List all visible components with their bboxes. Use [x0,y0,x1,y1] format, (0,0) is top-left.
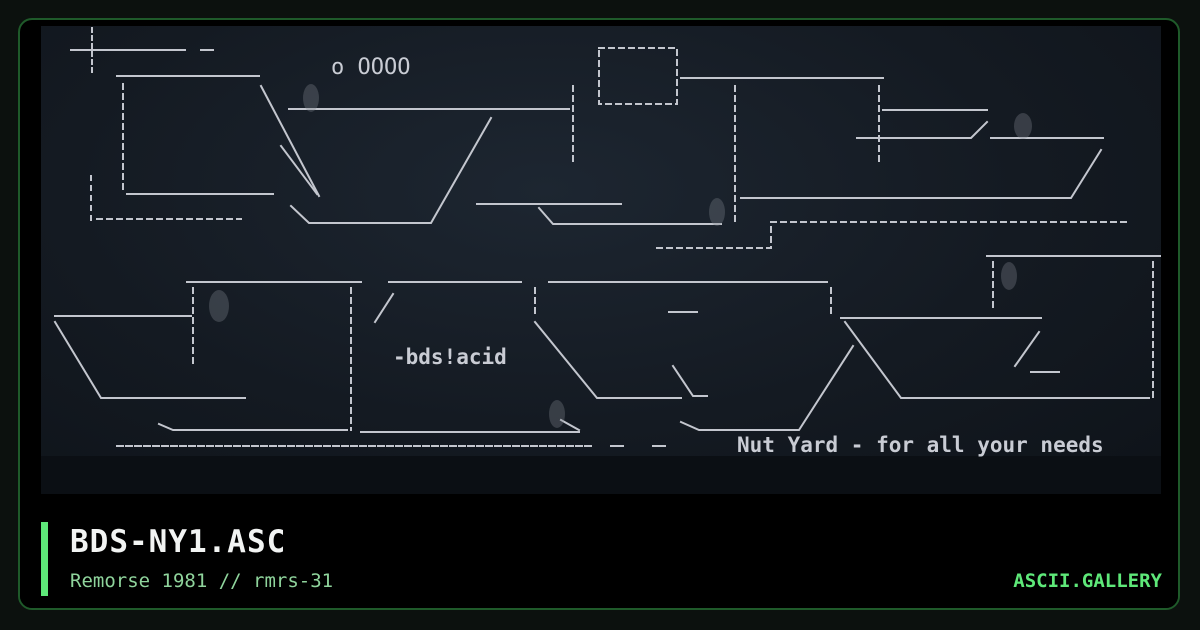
ascii-line-tagline: Nut Yard - for all your needs [737,433,1104,457]
preview-card: o OOOO -bds!acid Nut Yard - for all your… [18,18,1180,610]
site-name[interactable]: ASCII.GALLERY [1013,570,1162,592]
file-subtitle: Remorse 1981 // rmrs-31 [70,570,334,592]
art-bottom-band [41,456,1161,494]
file-title: BDS-NY1.ASC [70,524,287,560]
accent-bar [41,522,48,596]
ascii-art-canvas: o OOOO -bds!acid Nut Yard - for all your… [53,27,1161,457]
ascii-line-handle: -bds!acid [393,345,507,369]
ascii-line-top-left: o OOOO [331,55,410,80]
card-footer: BDS-NY1.ASC Remorse 1981 // rmrs-31 ASCI… [20,502,1178,608]
ascii-art-preview: o OOOO -bds!acid Nut Yard - for all your… [41,26,1161,494]
